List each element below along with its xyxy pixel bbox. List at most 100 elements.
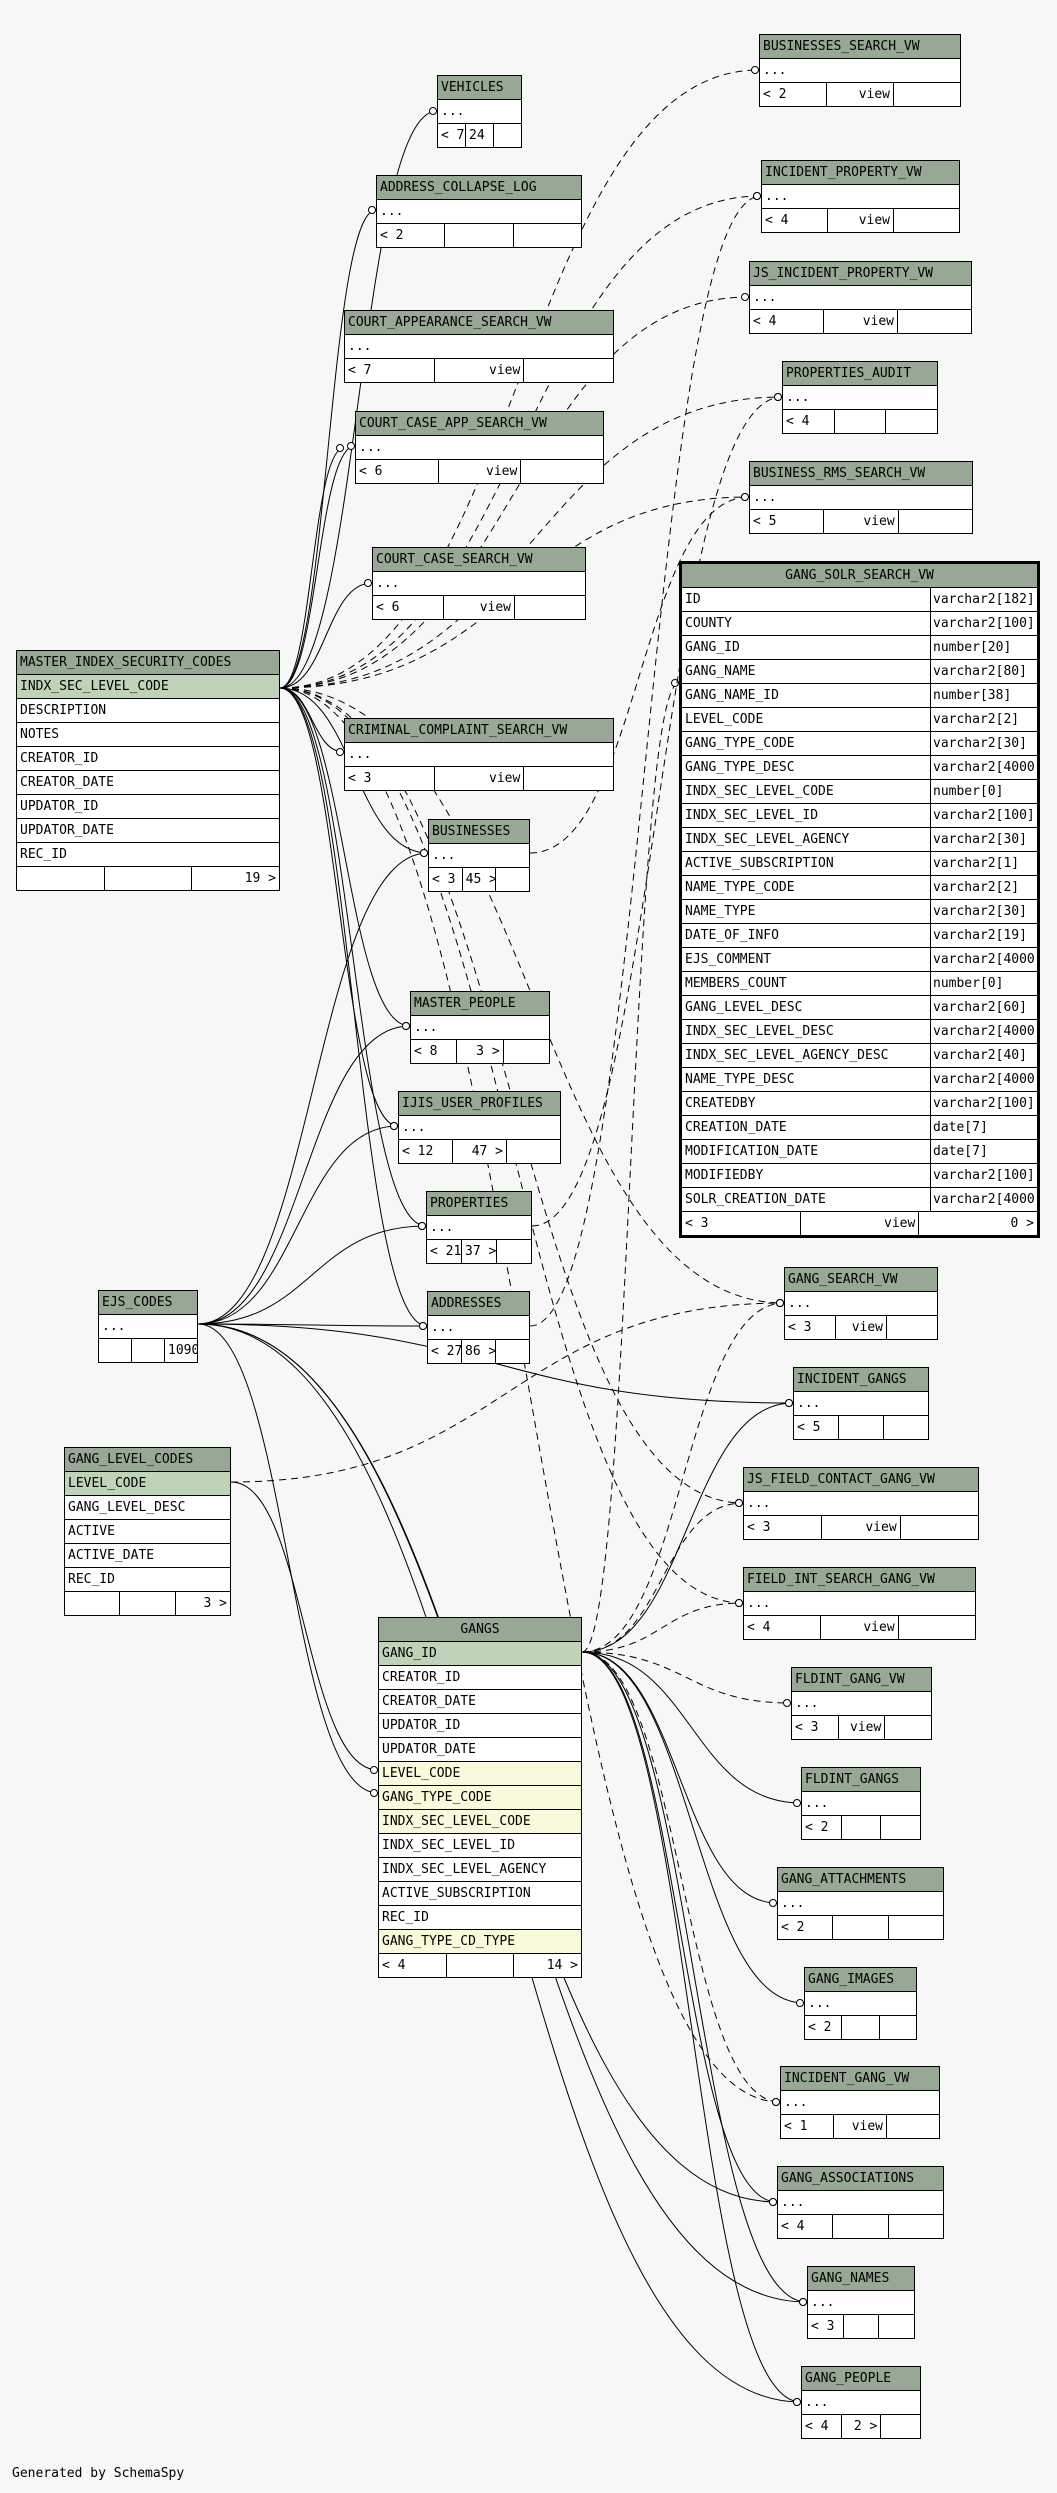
column-type: varchar2[40] [930,1044,1037,1067]
column-name: REC_ID [68,1572,115,1587]
relationship-line [581,1651,805,2004]
column-type: number[0] [930,972,1037,995]
table-gang-associations[interactable]: GANG_ASSOCIATIONS...< 4 [777,2166,944,2239]
column-name: GANG_NAME_ID [685,688,779,703]
column-name: ... [786,390,810,405]
column-name: GANG_TYPE_CD_TYPE [382,1934,516,1949]
column-row: DESCRIPTION [17,699,279,723]
table-vehicles[interactable]: VEHICLES...< 724 > [437,75,522,148]
row-count [495,1340,529,1363]
table-footer: < 2 [802,1816,920,1839]
table-name: GANG_ASSOCIATIONS [778,2167,943,2191]
column-row: ... [356,436,603,460]
relationship-line [581,1651,778,2203]
column-row: ... [427,1216,531,1240]
table-incident-gangs[interactable]: INCIDENT_GANGS...< 5 [793,1367,929,1440]
column-type: number[20] [930,636,1037,659]
table-name: PROPERTIES [427,1192,531,1216]
row-count [884,1716,931,1739]
row-count [883,1416,928,1439]
column-type: varchar2[100] [930,1092,1037,1115]
column-row: ... [345,743,613,767]
column-row: INDX_SEC_LEVEL_CODE [379,1810,581,1834]
column-type: varchar2[100] [930,612,1037,635]
cardinality-marker [735,1499,743,1507]
table-properties-audit[interactable]: PROPERTIES_AUDIT... < 4 [782,361,938,434]
row-count [880,1816,920,1839]
column-name: ... [441,104,465,119]
table-gang-attachments[interactable]: GANG_ATTACHMENTS...< 2 [777,1867,944,1940]
relationship-line [197,852,429,1325]
child-count [840,1816,881,1839]
child-count [444,224,512,247]
column-row: CREATOR_ID [17,747,279,771]
table-name: FIELD_INT_SEARCH_GANG_VW [744,1568,975,1592]
table-name: PROPERTIES_AUDIT [783,362,937,386]
child-count: 45 > [461,868,495,891]
table-gang-images[interactable]: GANG_IMAGES...< 2 [804,1967,917,2040]
parent-count: < 2 [808,2020,832,2035]
child-count: 47 > [452,1140,506,1163]
cardinality-marker [753,192,761,200]
cardinality-marker [390,1122,398,1130]
row-count [893,209,959,232]
column-name: INDX_SEC_LEVEL_ID [685,808,819,823]
table-name: BUSINESS_RMS_SEARCH_VW [750,462,972,486]
column-row: ... [377,200,581,224]
cardinality-marker [429,107,437,115]
column-name: ... [753,290,777,305]
parent-count: < 12 [402,1144,434,1159]
column-name: ... [402,1120,426,1135]
cardinality-marker [370,1789,378,1797]
column-row: ACTIVE_DATE [65,1544,230,1568]
parent-count: < 7 [348,363,372,378]
column-type: varchar2[30] [930,900,1037,923]
parent-count: < 7 [441,128,465,143]
column-name: MEMBERS_COUNT [685,976,787,991]
table-footer: < 4 [783,410,937,433]
cardinality-marker [418,1222,426,1230]
row-count [496,1240,531,1263]
cardinality-marker [419,1322,427,1330]
column-row: LEVEL_CODE [379,1762,581,1786]
cardinality-marker [370,1766,378,1774]
table-gang-names[interactable]: GANG_NAMES...< 3 [807,2266,915,2339]
table-address-collapse-log[interactable]: ADDRESS_COLLAPSE_LOG...< 2 [376,175,582,248]
column-name: GANG_TYPE_CODE [382,1790,492,1805]
row-count [899,1516,978,1539]
parent-count: < 21 [430,1244,461,1259]
table-fldint-gangs[interactable]: FLDINT_GANGS...< 2 [801,1767,921,1840]
cardinality-marker [799,2298,807,2306]
table-ejs-codes[interactable]: EJS_CODES...1090 > [98,1290,198,1363]
